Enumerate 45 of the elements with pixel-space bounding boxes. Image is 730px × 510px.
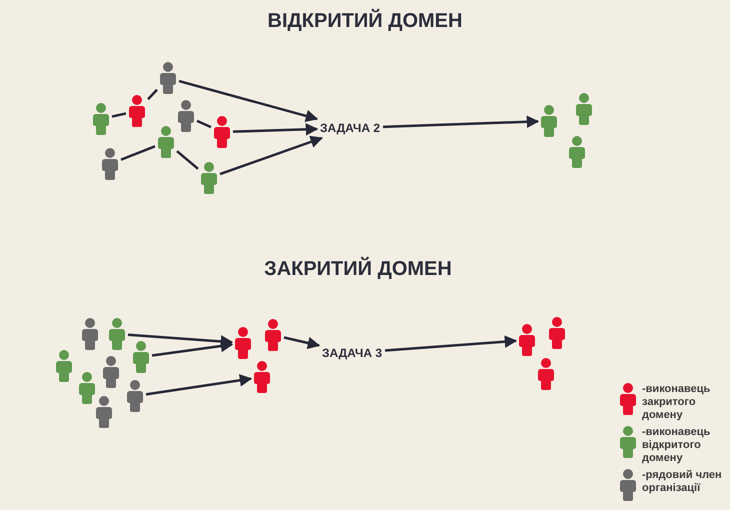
task-label: ЗАДАЧА 3	[322, 346, 382, 360]
person-icon	[158, 126, 174, 158]
person-icon	[133, 341, 149, 373]
person-icon	[549, 317, 565, 349]
person-icon	[96, 396, 112, 428]
person-icon	[79, 372, 95, 404]
person-icon	[129, 95, 145, 127]
person-icon	[93, 103, 109, 135]
arrow	[220, 136, 323, 176]
arrow	[284, 336, 320, 350]
person-icon	[127, 380, 143, 412]
person-icon	[541, 105, 557, 137]
arrow	[383, 116, 540, 128]
section-heading: ЗАКРИТИЙ ДОМЕН	[264, 258, 452, 281]
person-icon	[103, 356, 119, 388]
arrow	[152, 340, 234, 357]
arrow	[178, 80, 318, 122]
person-icon	[265, 319, 281, 351]
person-icon	[178, 100, 194, 132]
arrow	[384, 335, 518, 352]
arrow	[232, 123, 318, 136]
connector-line	[196, 120, 212, 128]
person-icon	[214, 116, 230, 148]
person-icon	[102, 148, 118, 180]
connector-line	[176, 150, 199, 170]
connector-line	[112, 112, 126, 118]
connector-line	[147, 88, 158, 100]
person-icon	[576, 93, 592, 125]
person-icon	[519, 324, 535, 356]
person-icon	[538, 358, 554, 390]
person-icon	[82, 318, 98, 350]
legend-label: -рядовий член організації	[642, 469, 722, 495]
person-icon	[109, 318, 125, 350]
person-icon	[254, 361, 270, 393]
section-heading: ВІДКРИТИЙ ДОМЕН	[268, 10, 462, 33]
person-icon	[56, 350, 72, 382]
legend-label: -виконавець закритого домену	[642, 383, 712, 422]
person-icon	[160, 62, 176, 94]
person-icon	[569, 136, 585, 168]
person-icon	[201, 162, 217, 194]
person-icon	[235, 327, 251, 359]
task-label: ЗАДАЧА 2	[320, 121, 380, 135]
arrow	[146, 374, 252, 396]
connector-line	[120, 145, 156, 161]
legend-label: -виконавець відкритого домену	[642, 426, 712, 465]
